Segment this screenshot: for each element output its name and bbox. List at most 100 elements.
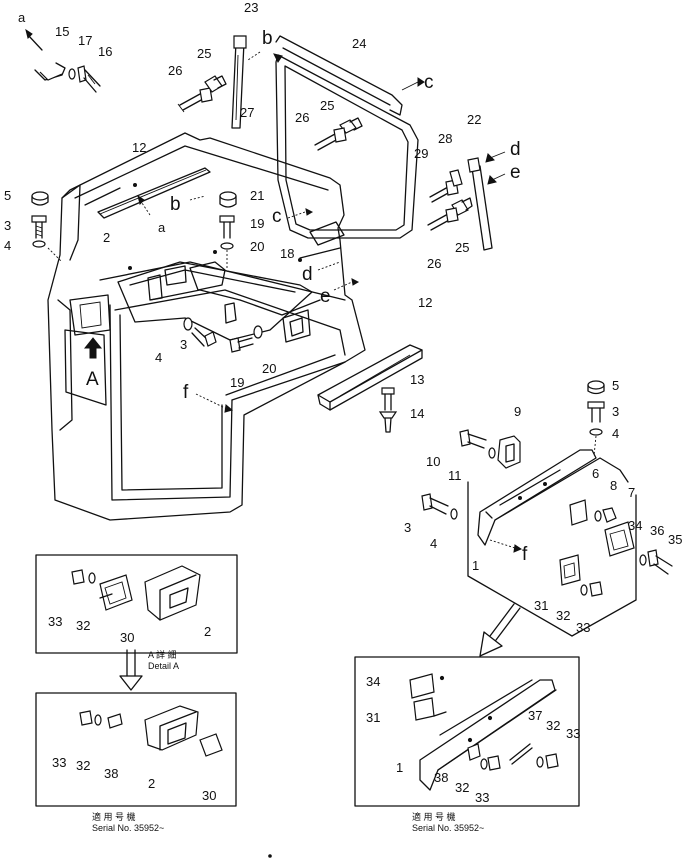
- callout-6: 6: [592, 466, 599, 481]
- screw-25-top: [204, 75, 227, 93]
- bolt-3-mid: [191, 327, 217, 347]
- callout-19-mid: 19: [230, 375, 244, 390]
- arrow-f-right: f: [489, 539, 528, 565]
- callout-10: 10: [426, 454, 440, 469]
- callout-25: 25: [197, 46, 211, 61]
- callout-30-detail: 30: [120, 630, 134, 645]
- callout-2-serial-left: 2: [148, 776, 155, 791]
- callout-5-right: 5: [612, 378, 619, 393]
- serial-left-text: Serial No. 35952~: [92, 823, 164, 833]
- callout-15: 15: [55, 24, 69, 39]
- callout-31-right: 31: [534, 598, 548, 613]
- callout-1-serial-right: 1: [396, 760, 403, 775]
- view-arrow-a: A: [83, 337, 103, 390]
- arrow-b-body: b a: [137, 194, 206, 235]
- rail-12-right: [317, 344, 423, 411]
- block-9: [497, 435, 521, 469]
- callout-36: 36: [650, 523, 664, 538]
- handle-15: [34, 62, 66, 81]
- detail-serial-right-box: 34 31 37 32 33 1 38 32 33: [354, 656, 580, 807]
- arrow-c-body: c: [272, 206, 314, 227]
- callout-14: 14: [410, 406, 424, 421]
- plate-31: [559, 554, 581, 586]
- callout-11: 11: [448, 468, 462, 483]
- letter-c-body: c: [272, 206, 282, 227]
- letter-d-top: d: [510, 139, 521, 160]
- arrow-f-body: f: [183, 382, 234, 413]
- callout-2: 2: [103, 230, 110, 245]
- callout-3-mid: 3: [180, 337, 187, 352]
- bolt-13: [381, 387, 395, 411]
- callout-1-right: 1: [472, 558, 479, 573]
- callout-3-right-lower: 3: [404, 520, 411, 535]
- callout-2-detail: 2: [204, 624, 211, 639]
- bolt-26-top: [177, 87, 213, 113]
- cap-21: [219, 191, 237, 208]
- bolt-10: [459, 429, 487, 449]
- callout-9: 9: [514, 404, 521, 419]
- bolt-19-top: [219, 215, 235, 239]
- washer-36: [639, 554, 647, 566]
- letter-e-top: e: [510, 162, 521, 183]
- arrow-d-top: d: [485, 139, 521, 163]
- arrow-e-body: e: [320, 278, 360, 307]
- callout-4-left: 4: [4, 238, 11, 253]
- bolt-3-left: [31, 215, 47, 239]
- serial-left-jp: 適 用 号 機: [92, 811, 136, 822]
- callout-13: 13: [410, 372, 424, 387]
- letter-a-top: a: [18, 10, 26, 25]
- bolt-3-right-lower: [421, 493, 449, 515]
- callout-20-mid: 20: [262, 361, 276, 376]
- detail-a-en: Detail A: [148, 661, 179, 671]
- change-arrow: [479, 603, 521, 657]
- callout-32-serial-left: 32: [76, 758, 90, 773]
- washer-4-mid: [183, 317, 193, 331]
- callout-32-serial-right-low: 32: [455, 780, 469, 795]
- arrow-d-body: d: [302, 261, 341, 285]
- callout-31-serial-right: 31: [366, 710, 380, 725]
- detail-a-jp: A 詳 細: [148, 649, 177, 660]
- callout-26: 26: [168, 63, 182, 78]
- serial-right-jp: 適 用 号 機: [412, 811, 456, 822]
- callout-16: 16: [98, 44, 112, 59]
- washer-4-left: [32, 240, 46, 248]
- callout-25-right: 25: [455, 240, 469, 255]
- washer-17: [68, 68, 76, 80]
- window-frame: [275, 35, 419, 239]
- cap-5-left: [31, 191, 49, 206]
- letter-e-body: e: [320, 286, 331, 307]
- letter-c-top: c: [424, 72, 434, 93]
- washer-4-right: [589, 428, 603, 436]
- callout-12-right: 12: [418, 295, 432, 310]
- bolt-19-mid: [229, 337, 254, 353]
- callout-8: 8: [610, 478, 617, 493]
- callout-5-left: 5: [4, 188, 11, 203]
- letter-b-top: b: [262, 28, 273, 49]
- callout-33-detail: 33: [48, 614, 62, 629]
- bolt-26-right: [427, 207, 459, 231]
- washer-32-right: [580, 584, 588, 596]
- callout-12-top: 12: [132, 140, 146, 155]
- plate-34: [604, 521, 635, 557]
- arrow-c-top: c: [401, 72, 434, 93]
- clip-28: [449, 169, 463, 187]
- callout-25-mid: 25: [320, 98, 334, 113]
- callout-19-top: 19: [250, 216, 264, 231]
- callout-24: 24: [352, 36, 366, 51]
- detail-a-label: A 詳 細 Detail A: [119, 649, 179, 691]
- callout-7: 7: [628, 485, 635, 500]
- letter-a-body: a: [158, 220, 166, 235]
- nut-7: [602, 507, 617, 523]
- strip-22: [467, 157, 493, 251]
- bracket-1: [477, 449, 629, 546]
- callout-26-mid: 26: [295, 110, 309, 125]
- callout-35: 35: [668, 532, 682, 547]
- washer-11: [488, 447, 496, 459]
- callout-23: 23: [244, 0, 258, 15]
- washer-20-mid: [253, 325, 263, 339]
- detail-serial-left-box: 33 32 38 2 30: [35, 692, 237, 807]
- letter-f-right: f: [522, 544, 528, 565]
- callout-34-serial-right: 34: [366, 674, 380, 689]
